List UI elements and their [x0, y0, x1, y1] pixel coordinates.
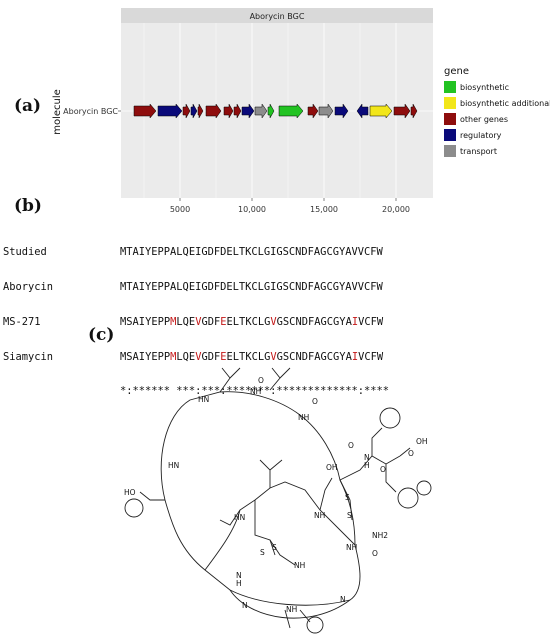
gene-arrow — [133, 103, 157, 119]
sequence: MTAIYEPPALQEIGDFDELTKCLGIGSCNDFAGCGYAVVC… — [120, 246, 383, 259]
gene-arrow — [356, 103, 369, 119]
gene-arrow — [223, 103, 234, 119]
alignment-row: Siamycin MSAIYEPPMLQEVGDFEELTKCLGVGSCNDF… — [3, 350, 389, 364]
sequence-name: MS-271 — [3, 315, 41, 328]
atom-label: NH2 — [372, 531, 388, 540]
atom-label: O — [408, 449, 414, 458]
alignment-consensus: *:****** ***:***:*******:*************:*… — [3, 386, 389, 398]
sequence-name: Aborycin — [3, 280, 54, 293]
atom-label: S — [347, 511, 352, 520]
atom-label: O — [372, 549, 378, 558]
legend: gene biosynthetic biosynthetic additiona… — [444, 66, 550, 157]
atom-label: N — [242, 601, 248, 610]
panel-label-b: (b) — [14, 196, 42, 216]
panel-label-a: (a) — [14, 96, 42, 116]
gene-arrow — [393, 103, 411, 119]
legend-swatch — [444, 129, 456, 141]
x-tick-label: 20,000 — [382, 205, 410, 214]
atom-label: N — [236, 571, 242, 580]
facet-title: Aborycin BGC — [250, 12, 305, 21]
x-tick-label: 10,000 — [238, 205, 266, 214]
sequence-name: Studied — [3, 246, 47, 259]
atom-label: NH — [250, 387, 261, 396]
atom-label: OH — [416, 437, 428, 446]
sequence-alignment: Studied MTAIYEPPALQEIGDFDELTKCLGIGSCNDFA… — [3, 224, 389, 410]
legend-label: other genes — [460, 115, 508, 124]
atom-label: S — [272, 543, 277, 552]
gene-arrow — [241, 103, 255, 119]
sequence: MSAIYEPPMLQEVGDFEELTKCLGVGSCNDFAGCGYAIVC… — [120, 350, 384, 363]
gene-arrow — [190, 103, 198, 119]
gene-arrow — [278, 103, 304, 119]
atom-label: N — [340, 595, 346, 604]
atom-label: HO — [124, 488, 136, 497]
sequence: MSAIYEPPMLQEVGDFEELTKCLGVGSCNDFAGCGYAIVC… — [120, 315, 384, 328]
alignment-row: Aborycin MTAIYEPPALQEIGDFDELTKCLGIGSCNDF… — [3, 280, 389, 294]
atom-label: O — [312, 397, 318, 406]
gene-arrow — [369, 103, 393, 119]
alignment-row: MS-271 MSAIYEPPMLQEVGDFEELTKCLGVGSCNDFAG… — [3, 315, 389, 329]
atom-label: O — [348, 441, 354, 450]
legend-label: biosynthetic — [460, 83, 509, 92]
sequence-name: Siamycin — [3, 350, 54, 363]
facet-strip — [121, 8, 433, 23]
gene-cluster-plot: Aborycin BGC molecule Aborycin BGC — [52, 8, 550, 214]
atom-label: NH — [346, 543, 357, 552]
molecule-label: Aborycin BGC — [63, 107, 118, 116]
gene-arrow — [307, 103, 319, 119]
structure-bonds — [124, 367, 432, 634]
chemical-structure: HN NH NH HN O O O O HO N H OH O NH2 S S … — [124, 367, 432, 634]
atom-label: HN — [234, 513, 245, 522]
legend-title: gene — [444, 66, 469, 77]
sequence: MTAIYEPPALQEIGDFDELTKCLGIGSCNDFAGCGYAVVC… — [120, 280, 383, 293]
legend-label: transport — [460, 147, 497, 156]
gene-arrow — [254, 103, 268, 119]
atom-label: S — [345, 493, 350, 502]
gene-arrow — [233, 103, 242, 119]
gene-arrow — [318, 103, 334, 119]
gene-arrow — [197, 103, 204, 119]
atom-label: O — [380, 465, 386, 474]
x-axis-ticks — [179, 198, 397, 201]
x-tick-label: 5000 — [170, 205, 190, 214]
gene-arrow — [205, 103, 222, 119]
atom-label: H — [364, 461, 370, 470]
gene-arrows — [133, 103, 418, 119]
atom-label: HN — [168, 461, 179, 470]
atom-label: NH — [314, 511, 325, 520]
y-axis-label: molecule — [52, 89, 63, 135]
gene-arrow — [182, 103, 191, 119]
atom-label: S — [260, 548, 265, 557]
atom-labels: HN NH NH HN O O O O HO N H OH O NH2 S S … — [124, 376, 428, 614]
atom-label: HN — [198, 395, 209, 404]
atom-label: NH — [294, 561, 305, 570]
gene-arrow — [267, 103, 275, 119]
legend-label: regulatory — [460, 131, 502, 140]
atom-label: H — [236, 579, 242, 588]
legend-swatch — [444, 97, 456, 109]
atom-label: O — [258, 376, 264, 385]
gene-arrow — [334, 103, 349, 119]
consensus-line: *:****** ***:***:*******:*************:*… — [120, 385, 389, 398]
gene-arrow — [410, 103, 418, 119]
panel-label-c: (c) — [88, 325, 115, 345]
atom-label: NH — [286, 605, 297, 614]
legend-swatch — [444, 145, 456, 157]
atom-label: OH — [326, 463, 338, 472]
atom-label: NH — [298, 413, 309, 422]
legend-swatch — [444, 113, 456, 125]
alignment-row: Studied MTAIYEPPALQEIGDFDELTKCLGIGSCNDFA… — [3, 247, 389, 259]
legend-label: biosynthetic additional — [460, 99, 550, 108]
legend-swatch — [444, 81, 456, 93]
x-tick-label: 15,000 — [310, 205, 338, 214]
gene-arrow — [157, 103, 183, 119]
atom-label: N — [364, 453, 370, 462]
